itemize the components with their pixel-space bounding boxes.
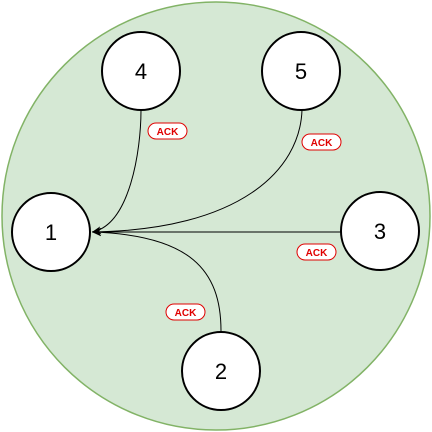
ack-label-text: ACK — [175, 308, 197, 319]
ack-label-edge-5: ACK — [301, 133, 342, 151]
node-label: 5 — [295, 59, 307, 84]
node-2[interactable]: 2 — [181, 331, 261, 411]
ack-label-text: ACK — [157, 127, 179, 138]
node-1[interactable]: 1 — [11, 192, 91, 272]
node-3[interactable]: 3 — [340, 191, 420, 271]
node-label: 1 — [45, 220, 57, 245]
ack-label-text: ACK — [311, 138, 333, 149]
node-5[interactable]: 5 — [261, 31, 341, 111]
ack-label-text: ACK — [306, 248, 328, 259]
edge-2-to-1 — [91, 228, 222, 332]
ack-label-edge-4: ACK — [147, 122, 188, 140]
edge-5-to-1 — [91, 109, 303, 236]
ack-label-edge-3: ACK — [296, 243, 337, 261]
node-label: 4 — [135, 59, 147, 84]
node-label: 2 — [215, 359, 227, 384]
edge-4-to-1 — [91, 109, 142, 235]
node-4[interactable]: 4 — [101, 31, 181, 111]
node-label: 3 — [374, 219, 386, 244]
ack-label-edge-2: ACK — [165, 303, 206, 321]
